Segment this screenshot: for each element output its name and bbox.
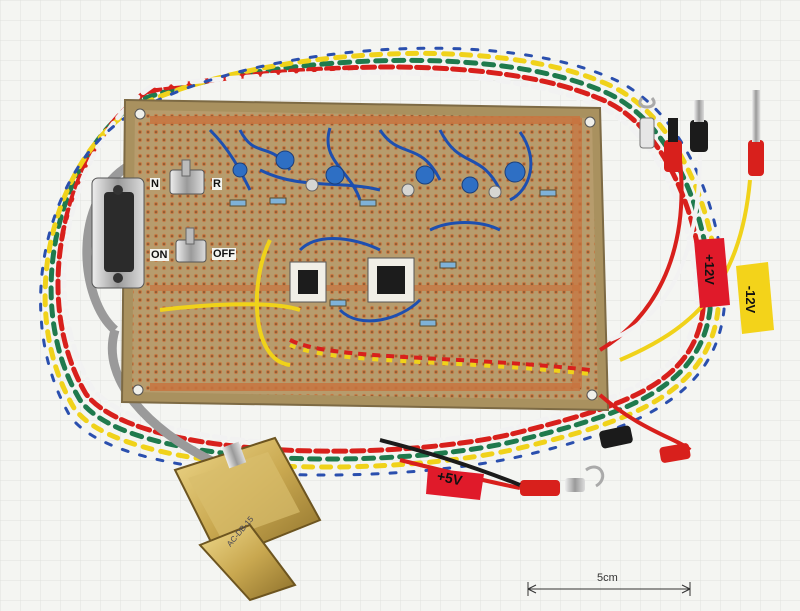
db9-connector — [91, 177, 145, 289]
power-switch-on-label: ON — [150, 249, 169, 261]
twisted-power-pair — [289, 338, 591, 376]
mode-switch-left-label: N — [150, 178, 160, 190]
db15-connector — [173, 436, 322, 602]
resistors — [229, 189, 557, 327]
power-switch-off-label: OFF — [212, 248, 236, 260]
ic-socket-left — [289, 261, 327, 303]
tag-flag-minus12 — [736, 262, 774, 334]
power-toggle-switch — [175, 227, 207, 263]
plus12v-tag-label: +12V — [701, 254, 717, 285]
mode-toggle-switch — [169, 159, 205, 195]
wire-harness-loop — [39, 46, 726, 477]
capacitors — [232, 150, 526, 194]
minus12v-tag-label: -12V — [743, 285, 759, 314]
mode-switch-right-label: R — [212, 178, 222, 190]
scale-bar-label: 5cm — [597, 572, 618, 584]
banana-plug-red — [664, 118, 682, 172]
banana-plug-red-2 — [748, 90, 764, 176]
banana-plug-black — [690, 100, 708, 152]
yellow-jumper-wire — [159, 239, 301, 367]
scale-bar — [527, 582, 691, 596]
transistors — [305, 178, 502, 199]
ic-socket-right — [367, 257, 415, 303]
spade-lug — [638, 97, 656, 149]
tag-flag-plus12 — [694, 238, 730, 308]
bottom-plugs — [379, 425, 691, 496]
tag-flag-plus5 — [426, 468, 484, 500]
